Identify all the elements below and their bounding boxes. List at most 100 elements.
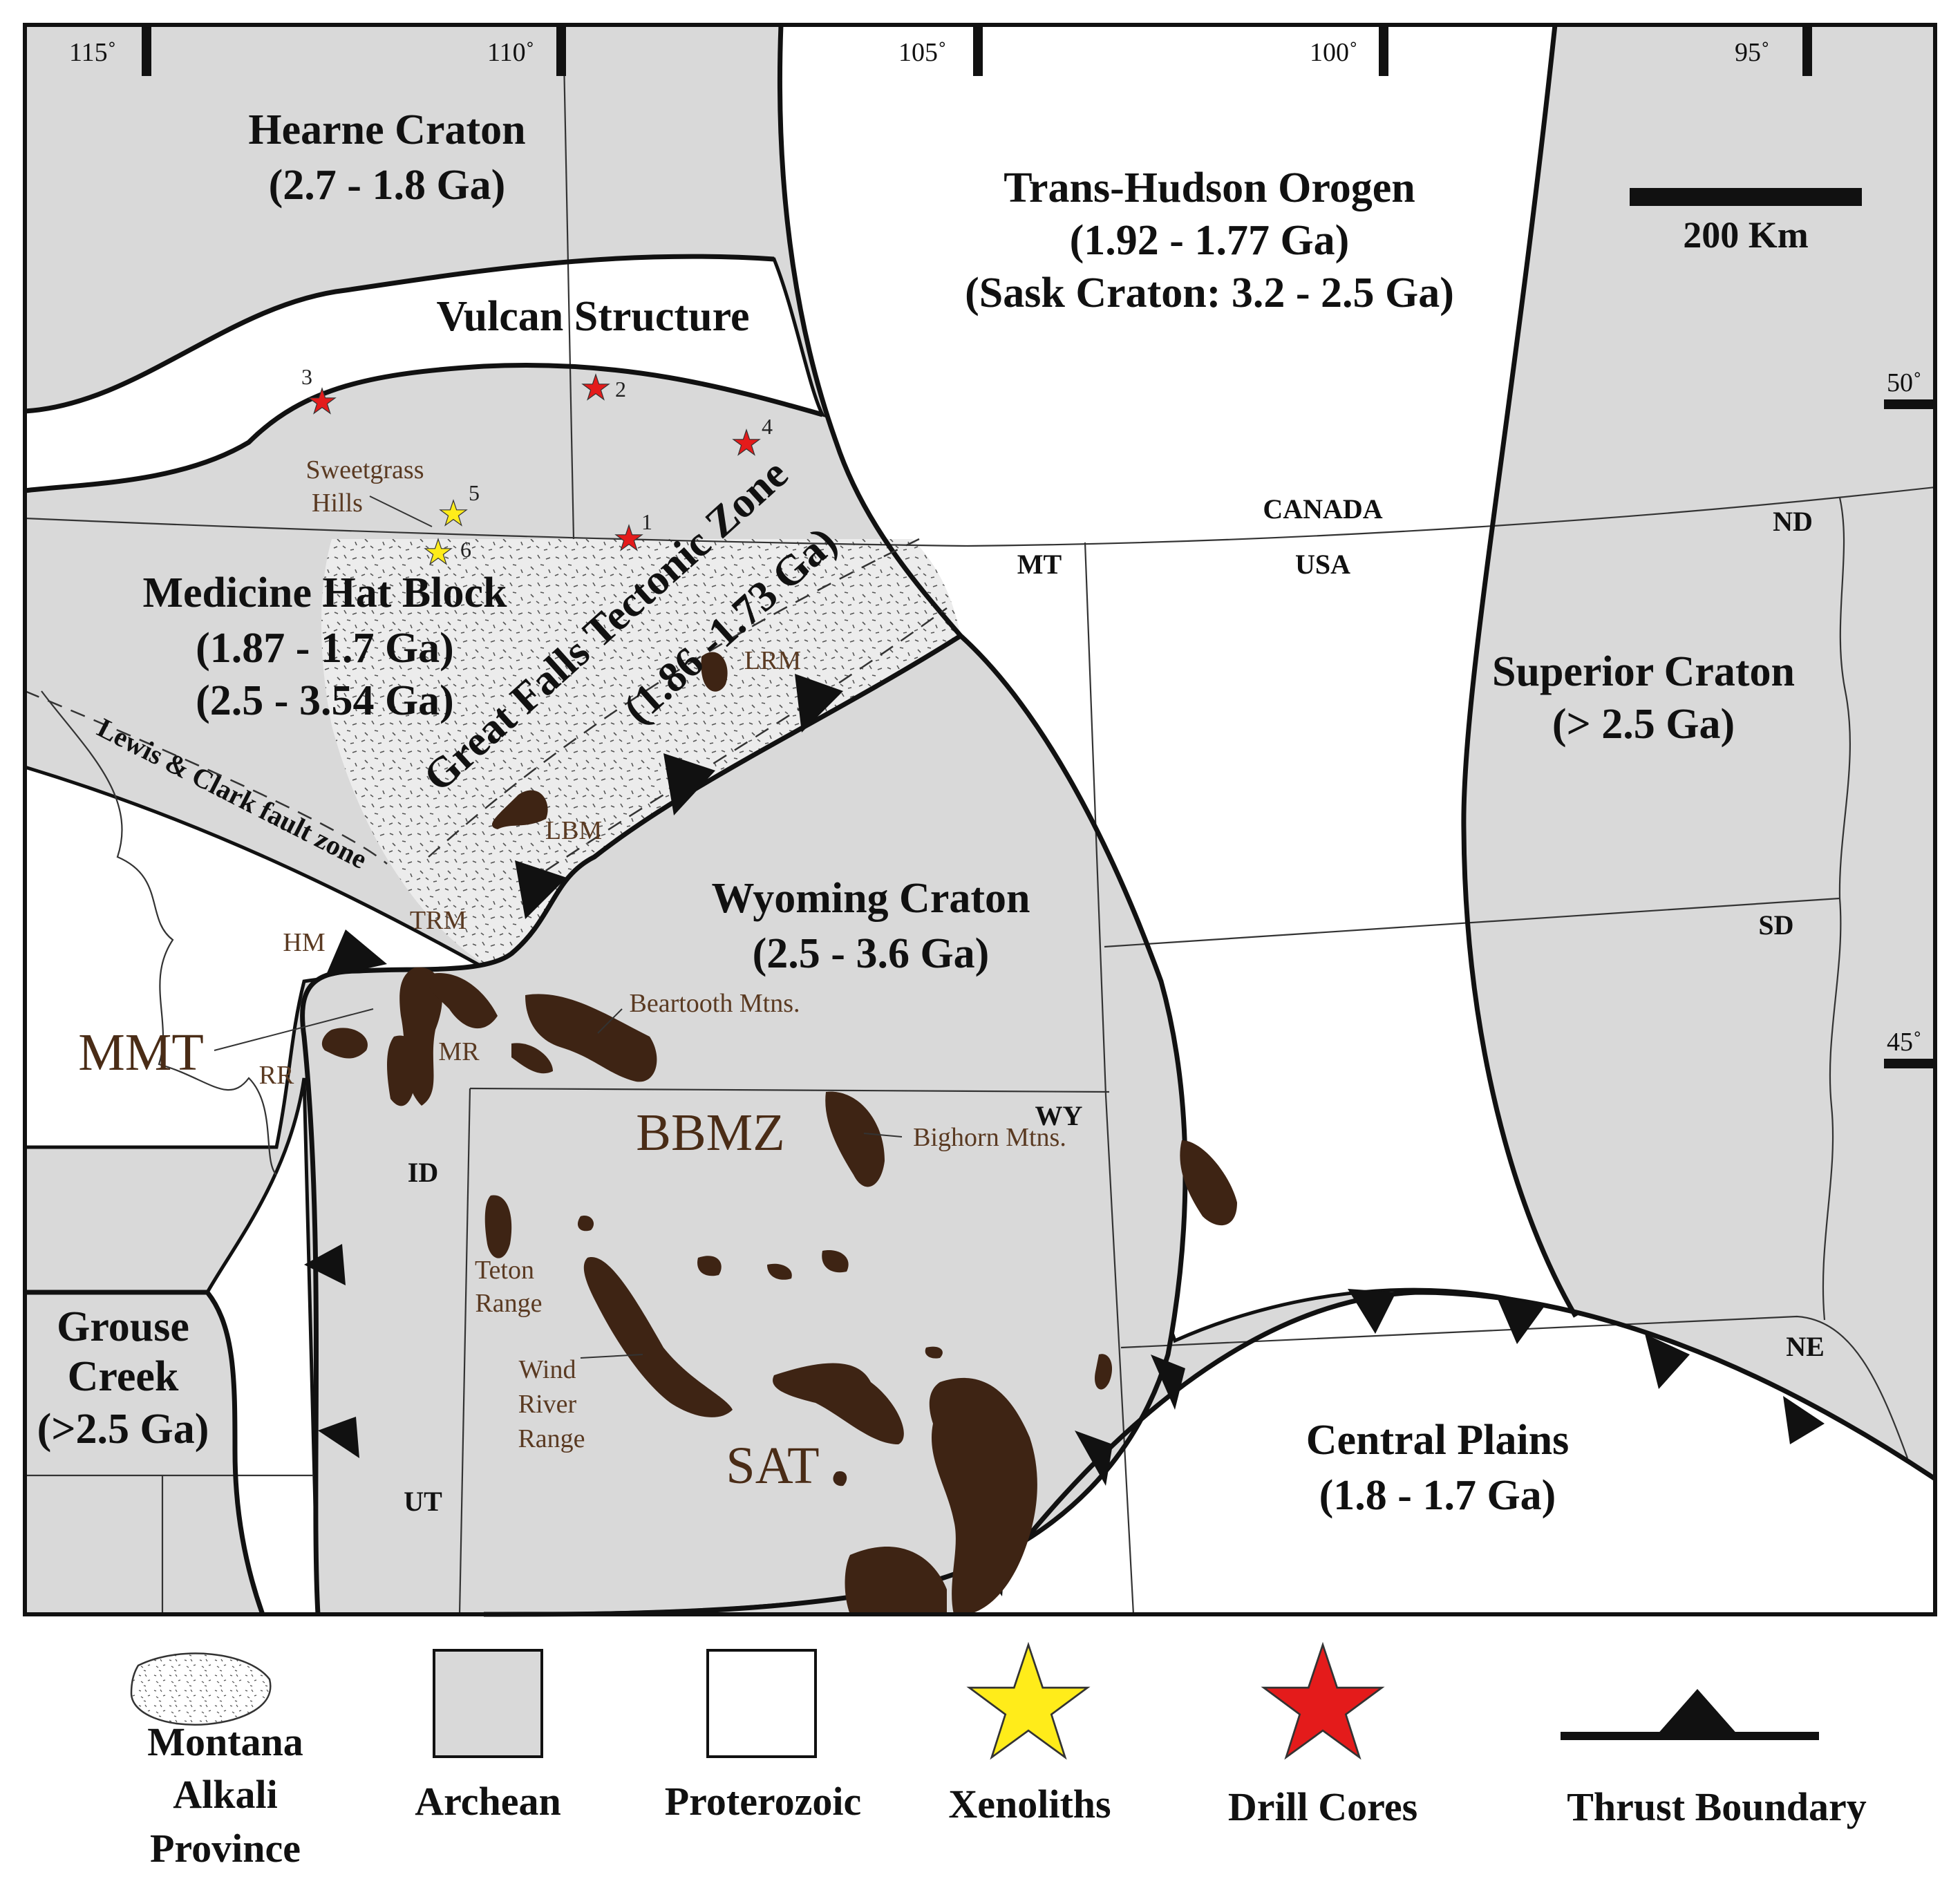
- lon-label-115: 115˚: [69, 38, 116, 67]
- legend-label-alkali: Alkali: [173, 1772, 278, 1817]
- teton-range: [484, 1195, 512, 1258]
- state-label-sd: SD: [1758, 909, 1793, 941]
- mt-wy-border: [469, 1087, 1110, 1093]
- thrust-tooth: [1783, 1396, 1825, 1444]
- thrust-tooth: [663, 753, 715, 815]
- state-label-nd: ND: [1773, 506, 1813, 537]
- small-uplift: [925, 1346, 943, 1359]
- mmt-leader: [214, 1008, 374, 1051]
- lon-label-110: 110˚: [487, 38, 534, 67]
- medicine-hat-label: Medicine Hat Block: [143, 569, 507, 616]
- legend-label-proterozoic: Proterozoic: [665, 1779, 861, 1824]
- lat-label-45: 45˚: [1887, 1028, 1922, 1057]
- wyoming-craton-label: Wyoming Craton: [712, 875, 1030, 922]
- state-label-ut: UT: [404, 1486, 442, 1517]
- idaho-mt-border: [41, 690, 277, 1176]
- small-uplift: [833, 1471, 847, 1486]
- drill-core-number-3: 3: [301, 364, 312, 389]
- lon-tick-115: [142, 25, 151, 76]
- drill-core-number-2: 2: [615, 377, 626, 402]
- beartooth-range-2: [511, 1043, 553, 1074]
- lewis-clark-dash-north: [24, 690, 388, 865]
- thrust-tooth: [795, 674, 843, 733]
- lat-tick-45: [1884, 1059, 1935, 1068]
- lon-tick-105: [973, 25, 983, 76]
- lon-label-100: 100˚: [1310, 38, 1358, 67]
- mt-nd-border: [1084, 542, 1135, 1615]
- beartooth-label: Beartooth Mtns.: [630, 989, 800, 1018]
- medicine-bow: [845, 1547, 947, 1614]
- usa-label: USA: [1295, 549, 1350, 580]
- mr-label: MR: [438, 1037, 480, 1066]
- great-falls-dash-south: [525, 607, 948, 886]
- lat-tick-50: [1884, 399, 1935, 409]
- sweetgrass-label-2: Hills: [312, 489, 363, 518]
- drill-core-star-2: [581, 373, 610, 401]
- legend-label-drill-cores: Drill Cores: [1228, 1784, 1417, 1829]
- lbm-label: LBM: [545, 816, 602, 845]
- drill-core-star-3: [308, 387, 337, 415]
- bighorn-label: Bighorn Mtns.: [913, 1123, 1066, 1152]
- trans-hudson-label: Trans-Hudson Orogen: [1003, 164, 1415, 211]
- scale-bar-label: 200 Km: [1683, 214, 1809, 256]
- sweetgrass-label-1: Sweetgrass: [306, 455, 424, 484]
- superior-craton-age: (> 2.5 Ga): [1552, 701, 1735, 748]
- bbmz-label: BBMZ: [636, 1104, 784, 1162]
- sd-ne-border: [1120, 1315, 1909, 1459]
- nd-east-border: [1822, 497, 1851, 1321]
- small-uplift: [577, 1216, 594, 1231]
- sweetgrass-leader: [369, 495, 433, 527]
- drill-core-number-4: 4: [762, 414, 773, 439]
- thrust-tooth: [515, 860, 567, 919]
- canada-usa-border: [24, 486, 1936, 547]
- great-falls-dash-north: [428, 538, 920, 858]
- small-uplift: [697, 1256, 722, 1276]
- lon-label-105: 105˚: [898, 38, 947, 67]
- small-uplift: [1095, 1354, 1113, 1390]
- teton-label-2: Range: [475, 1289, 542, 1318]
- state-label-wy: WY: [1035, 1100, 1083, 1131]
- wyoming-craton-boundary: [483, 634, 1188, 1617]
- bighorn-range: [825, 1091, 885, 1187]
- xenolith-number-5: 5: [469, 480, 480, 505]
- map-frame: [23, 23, 1937, 1616]
- sask-craton-note: (Sask Craton: 3.2 - 2.5 Ga): [965, 270, 1454, 317]
- sat-label: SAT: [726, 1437, 819, 1495]
- grouse-creek-label-2: Creek: [68, 1353, 179, 1400]
- scale-bar: [1630, 188, 1862, 206]
- grouse-creek-label-1: Grouse: [57, 1303, 189, 1350]
- xenolith-number-6: 6: [460, 537, 471, 562]
- medicine-hat-age2: (2.5 - 3.54 Ga): [196, 677, 454, 724]
- wind-river-range: [583, 1257, 733, 1417]
- lon-label-95: 95˚: [1735, 38, 1770, 67]
- bighorn-leader: [863, 1133, 903, 1137]
- trm-range-2: [428, 973, 498, 1029]
- rr-label: RR: [259, 1061, 294, 1090]
- hearne-craton-age: (2.7 - 1.8 Ga): [269, 162, 506, 209]
- legend-swatch-drill-cores: [1261, 1641, 1385, 1760]
- laramie-range: [929, 1377, 1037, 1614]
- thrust-tooth: [325, 929, 387, 978]
- state-label-mt: MT: [1017, 549, 1062, 580]
- wind-river-label-1: Wind: [519, 1355, 576, 1384]
- thrust-tooth: [318, 1417, 359, 1458]
- thrust-tooth: [304, 1244, 346, 1285]
- mmt-label: MMT: [78, 1023, 204, 1082]
- legend-label-montana: Montana: [147, 1719, 303, 1764]
- vulcan-structure-label: Vulcan Structure: [437, 293, 750, 340]
- beartooth-leader: [597, 1008, 623, 1034]
- graticule-ticks: [142, 25, 1935, 1068]
- wyoming-craton-age: (2.5 - 3.6 Ga): [753, 930, 990, 977]
- hm-label: HM: [283, 928, 325, 957]
- central-plains-age: (1.8 - 1.7 Ga): [1319, 1472, 1556, 1519]
- canada-label: CANADA: [1263, 493, 1382, 525]
- trm-label: TRM: [410, 906, 467, 935]
- trans-hudson-age: (1.92 - 1.77 Ga): [1070, 217, 1350, 264]
- drill-core-star-4: [732, 428, 761, 456]
- state-label-ne: NE: [1786, 1331, 1825, 1362]
- nd-sd-border: [1104, 897, 1840, 948]
- lbm-range: [491, 790, 548, 829]
- lon-tick-95: [1802, 25, 1812, 76]
- thrust-tooth: [1496, 1296, 1545, 1344]
- vulcan-north-boundary: [24, 254, 775, 414]
